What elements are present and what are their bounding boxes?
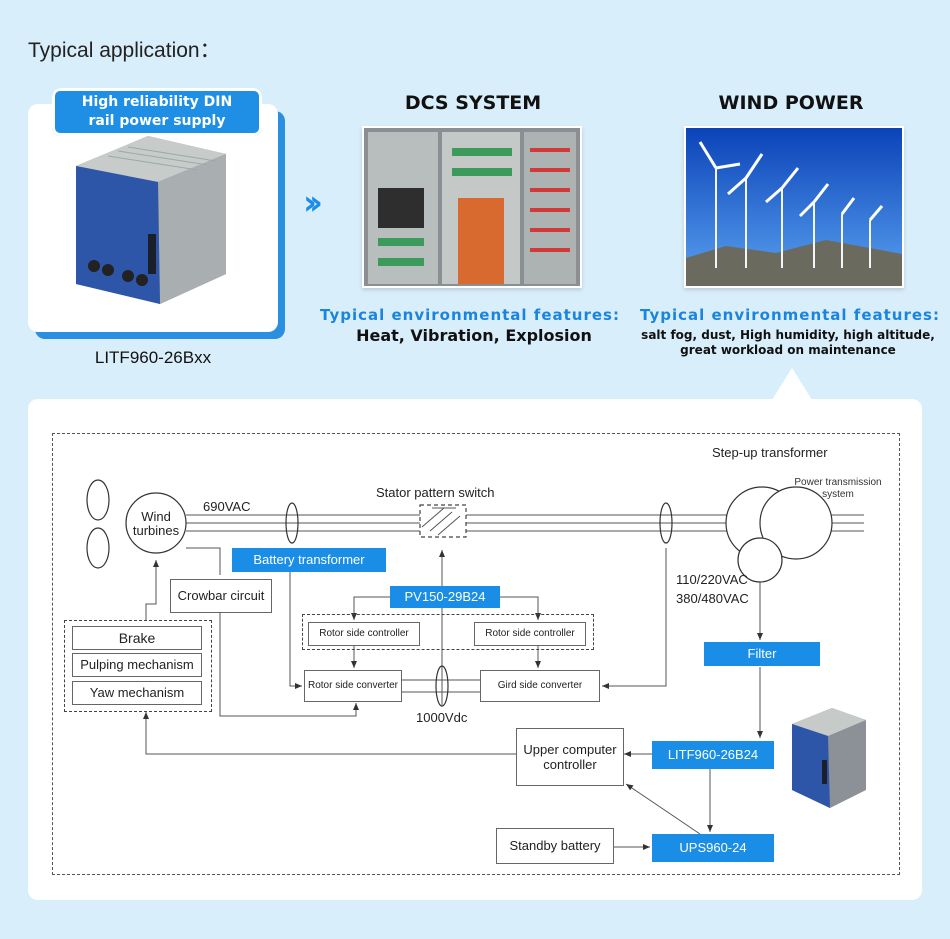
mechanism-group <box>64 620 212 712</box>
dcs-cabinet-photo <box>362 126 582 288</box>
wind-feature-title: Typical environmental features: <box>640 306 940 324</box>
voltage-380-label: 380/480VAC <box>676 591 749 606</box>
badge-line-2: rail power supply <box>88 113 226 129</box>
wind-title: WIND POWER <box>718 92 864 114</box>
dcs-feature-text: Heat, Vibration, Explosion <box>356 326 592 345</box>
power-tx-line-2: system <box>822 489 854 500</box>
rotor-side-converter-box: Rotor side converter <box>304 670 402 702</box>
wind-turbine-photo <box>684 126 904 288</box>
power-supply-image <box>76 136 226 304</box>
ups-box: UPS960-24 <box>652 834 774 862</box>
product-caption: LITF960-26Bxx <box>94 348 212 367</box>
upper-computer-line-2: controller <box>543 757 597 772</box>
page-title: Typical application： <box>28 39 221 62</box>
wind-turbines-label: Wind turbines <box>126 510 186 538</box>
wind-feature-line-2: great workload on maintenance <box>680 343 896 357</box>
dc-voltage-label: 1000Vdc <box>416 710 468 725</box>
stepup-transformer-label: Step-up transformer <box>712 445 828 460</box>
litf-box: LITF960-26B24 <box>652 741 774 769</box>
controller-group <box>302 614 594 650</box>
wind-turbines-line-1: Wind <box>141 509 171 524</box>
litf-device-image <box>792 708 866 808</box>
upper-computer-line-1: Upper computer <box>523 742 617 757</box>
product-card <box>28 104 278 332</box>
pulping-mechanism-box: Pulping mechanism <box>72 653 202 677</box>
dcs-feature-title: Typical environmental features: <box>320 306 620 324</box>
power-tx-line-1: Power transmission <box>794 477 882 488</box>
yaw-mechanism-box: Yaw mechanism <box>72 681 202 705</box>
power-transmission-label: Power transmission system <box>790 477 886 501</box>
dcs-title: DCS SYSTEM <box>404 92 542 114</box>
badge-line-1: High reliability DIN <box>81 94 233 110</box>
wind-turbines-line-2: turbines <box>132 523 180 538</box>
rotor-side-controller-1: Rotor side controller <box>308 622 420 646</box>
rotor-side-controller-2: Rotor side controller <box>474 622 586 646</box>
brake-box: Brake <box>72 626 202 650</box>
wind-feature-line-1: salt fog, dust, High humidity, high alti… <box>641 328 935 342</box>
crowbar-circuit-box: Crowbar circuit <box>170 579 272 613</box>
grid-side-converter-box: Gird side converter <box>480 670 600 702</box>
filter-box: Filter <box>704 642 820 666</box>
diagram-frame <box>52 433 900 875</box>
standby-battery-box: Standby battery <box>496 828 614 864</box>
voltage-690-label: 690VAC <box>203 499 251 514</box>
upper-computer-box: Upper computer controller <box>516 728 624 786</box>
product-badge: High reliability DIN rail power supply <box>52 88 262 136</box>
pv-module-box: PV150-29B24 <box>390 586 500 608</box>
battery-transformer-box: Battery transformer <box>232 548 386 572</box>
stator-switch-label: Stator pattern switch <box>376 485 495 500</box>
voltage-110-label: 110/220VAC <box>676 572 748 587</box>
